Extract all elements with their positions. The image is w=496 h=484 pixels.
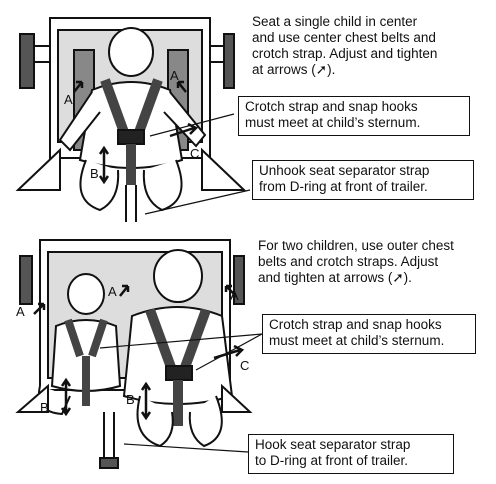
- label-a-mid: A: [108, 284, 117, 299]
- two-children-illustration: A A A B B C: [15, 239, 263, 469]
- single-child-illustration: A A B C: [15, 17, 251, 222]
- label-b: B: [90, 166, 99, 181]
- single-child-instruction: Seat a single child in center and use ce…: [252, 14, 438, 77]
- sternum-callout-bottom: Crotch strap and snap hooks must meet at…: [262, 314, 476, 354]
- two-children-instruction: For two children, use outer chest belts …: [258, 238, 454, 285]
- label-a-left: A: [16, 304, 25, 319]
- hook-callout: Hook seat separator strap to D-ring at f…: [248, 434, 454, 474]
- single-child-panel: A A B C Seat a single child in center an…: [0, 0, 496, 236]
- label-b-right: B: [126, 392, 135, 407]
- two-children-panel: A A A B B C For two children, use outer …: [0, 236, 496, 484]
- sternum-callout-top: Crotch strap and snap hooks must meet at…: [238, 96, 470, 136]
- label-c: C: [240, 358, 249, 373]
- label-a-right: A: [230, 288, 239, 303]
- label-a-right: A: [170, 68, 179, 83]
- label-b-left: B: [40, 400, 49, 415]
- label-a-left: A: [64, 92, 73, 107]
- label-c: C: [190, 146, 199, 161]
- unhook-callout: Unhook seat separator strap from D-ring …: [252, 160, 474, 200]
